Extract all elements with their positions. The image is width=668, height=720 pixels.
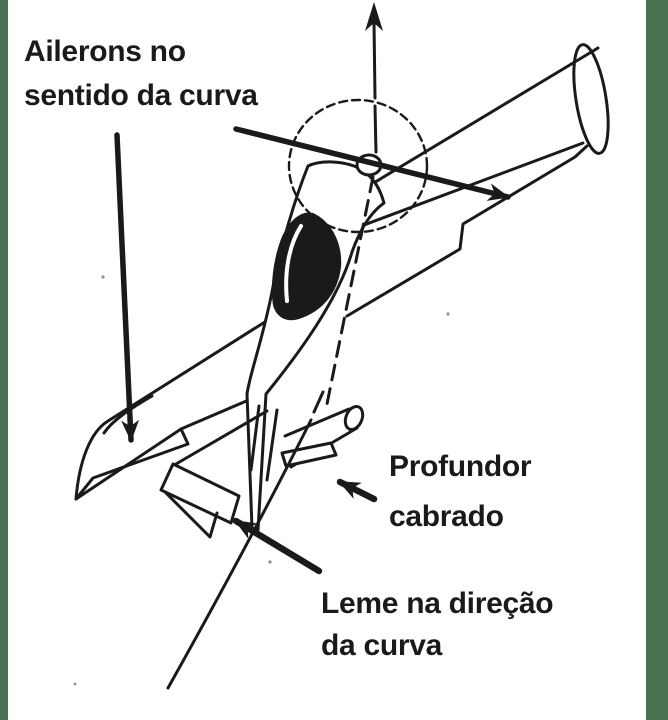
leme-arrow: [232, 517, 323, 575]
right-wingtip: [572, 43, 610, 155]
label-profundor-line2: cabrado: [389, 500, 504, 533]
right-stabilizer-tip: [343, 404, 365, 432]
right-elevator-raised: [280, 441, 338, 468]
left-border-bar: [0, 0, 8, 720]
label-leme-line1: Leme na direção: [321, 587, 554, 620]
left-wing-leading-edge: [74, 318, 270, 501]
right-wing: [345, 43, 610, 318]
label-leme: Leme na direção da curva: [321, 583, 554, 667]
left-aileron-hinge: [179, 397, 253, 431]
rudder-deflected: [159, 462, 241, 525]
ventral-lines: [164, 491, 219, 539]
up-arrowhead-icon: [365, 2, 383, 31]
right-border-bar: [646, 0, 668, 720]
ailerons-left-arrow: [114, 132, 140, 443]
label-profundor-line1: Profundor: [389, 450, 532, 483]
profundor-arrow: [336, 478, 378, 503]
right-aileron: [345, 144, 589, 318]
turn-circle: [287, 98, 429, 234]
scan-specks: [73, 275, 450, 686]
label-leme-line2: da curva: [321, 629, 442, 662]
canopy: [271, 212, 342, 321]
tail: [159, 404, 365, 539]
right-wing-leading-edge: [350, 46, 600, 198]
turn-axis-up-arrow: [365, 2, 383, 154]
label-ailerons-line1: Ailerons no: [24, 35, 186, 68]
label-ailerons-line2: sentido da curva: [24, 79, 258, 112]
flight-path-curve: [166, 418, 313, 690]
fuselage-centerline-dashed: [325, 175, 375, 406]
label-ailerons: Ailerons no sentido da curva: [24, 30, 258, 118]
flight-path-dash: [312, 390, 325, 414]
left-wing: [74, 318, 270, 501]
left-wing-trailing-edge: [74, 427, 190, 501]
right-stabilizer-leading: [283, 407, 351, 438]
ailerons-right-arrow: [233, 126, 511, 201]
left-wing-leading-inner: [102, 394, 154, 435]
fin-right-edge: [265, 408, 279, 482]
annotation-arrows: [114, 126, 511, 575]
label-profundor: Profundor cabrado: [389, 442, 532, 542]
